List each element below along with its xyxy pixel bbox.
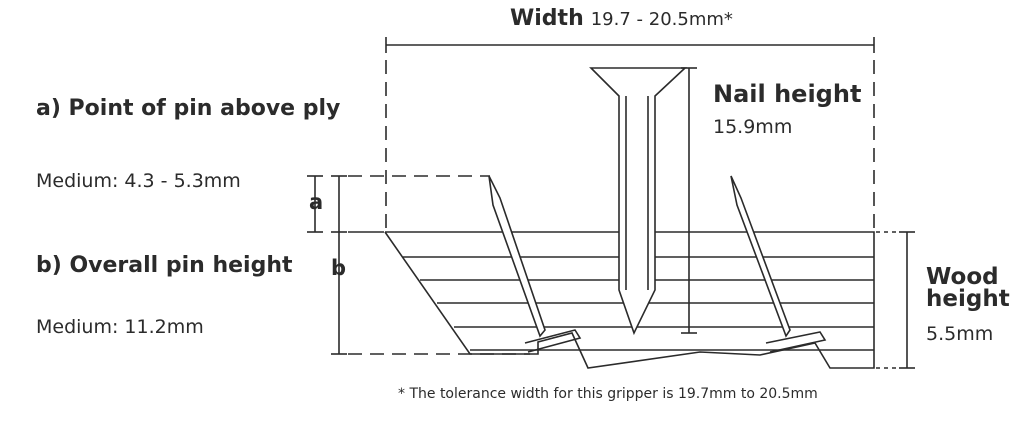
wood-title-line2: height (926, 286, 1010, 312)
wood-height-title: Wood height (926, 264, 1010, 312)
dimension-a (307, 175, 323, 233)
nail-height-value: 15.9mm (713, 116, 793, 138)
width-title: Width (510, 6, 584, 31)
wood-title-line1: Wood (926, 264, 999, 290)
dimension-a-letter: a (309, 190, 324, 214)
overall-pin-title: b) Overall pin height (36, 253, 293, 278)
wood-height-dimension (876, 231, 915, 369)
tolerance-footnote: * The tolerance width for this gripper i… (398, 386, 818, 402)
nail (589, 67, 688, 336)
width-label: Width 19.7 - 20.5mm* (510, 6, 733, 31)
dimension-b (331, 175, 347, 355)
dimension-b-letter: b (331, 256, 347, 280)
right-pin (730, 175, 791, 338)
nail-height-title: Nail height (713, 80, 862, 108)
point-of-pin-value: Medium: 4.3 - 5.3mm (36, 170, 241, 192)
wood-height-value: 5.5mm (926, 323, 994, 345)
pin-plates (524, 329, 827, 353)
wood-strip (384, 231, 875, 369)
nail-height-dimension (681, 67, 697, 334)
left-pin (488, 175, 546, 338)
overall-pin-value: Medium: 11.2mm (36, 316, 204, 338)
pin-height-guides (348, 175, 530, 355)
width-range: 19.7 - 20.5mm* (590, 9, 733, 30)
width-dimension (385, 37, 875, 232)
point-of-pin-title: a) Point of pin above ply (36, 96, 341, 121)
